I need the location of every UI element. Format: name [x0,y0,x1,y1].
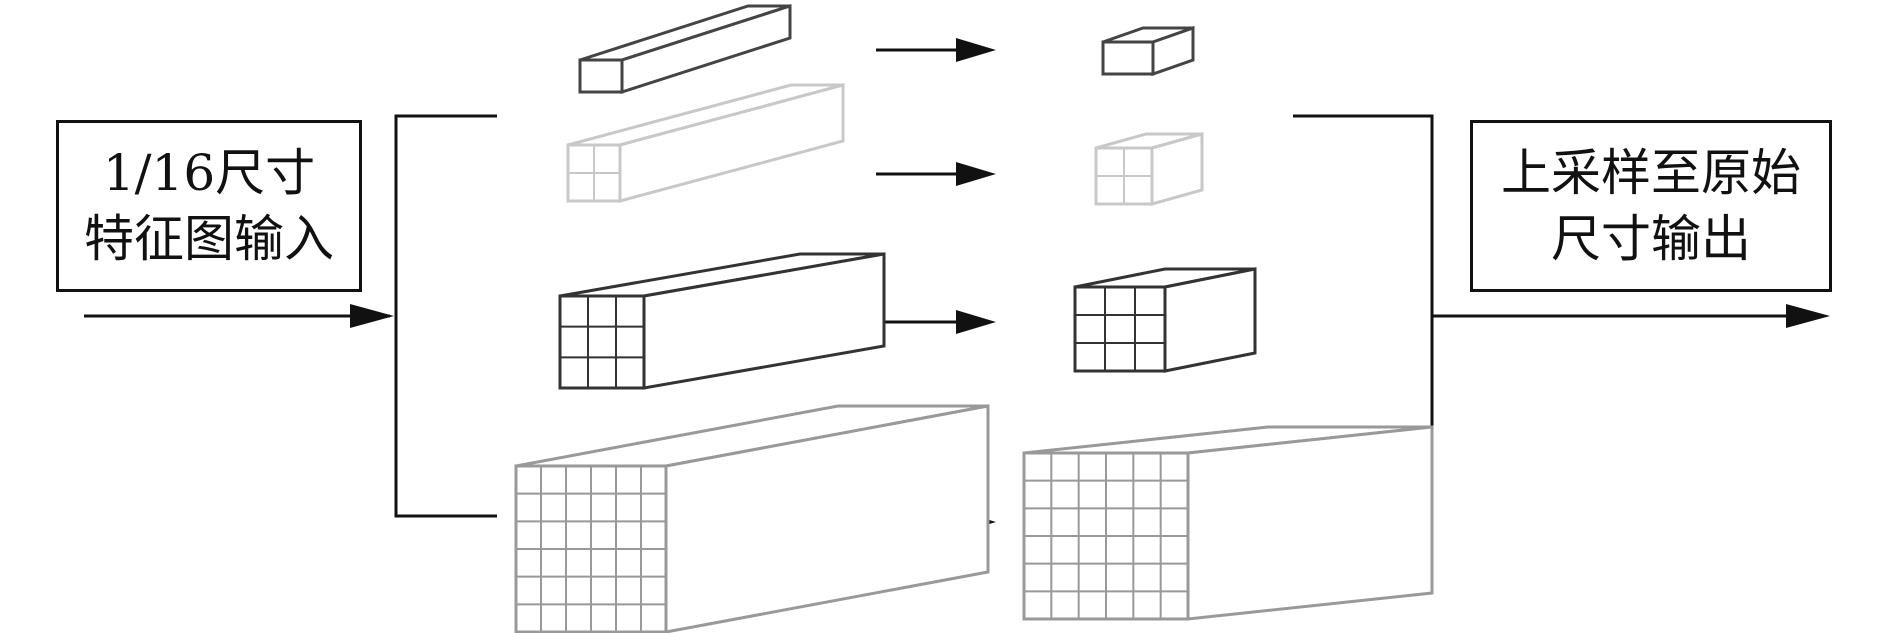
conv-feature-block-3 [1073,267,1257,373]
arrow-right-icon [876,38,996,62]
arrow-right-icon [876,162,996,186]
feature-blocks [514,3,1434,633]
output-label-line2: 尺寸输出 [1551,210,1751,268]
conv-feature-block-4 [1022,425,1434,621]
pooled-feature-block-1 [578,3,792,95]
input-arrow-head [350,304,394,328]
input-label-box: 1/16尺寸 特征图输入 [56,120,362,292]
output-arrow-head [1786,304,1830,328]
arrow-right-icon [876,310,996,334]
pooled-feature-block-2 [566,83,845,203]
pooled-feature-block-3 [558,252,886,390]
output-label-box: 上采样至原始 尺寸输出 [1470,120,1832,292]
left-bracket [394,114,497,518]
conv-feature-block-1 [1101,25,1195,77]
conv-feature-block-2 [1094,132,1204,206]
pooled-feature-block-4 [514,404,990,633]
input-label-line1: 1/16尺寸 [102,144,316,202]
output-label-line1: 上采样至原始 [1501,144,1801,202]
input-label-line2: 特征图输入 [84,210,334,268]
